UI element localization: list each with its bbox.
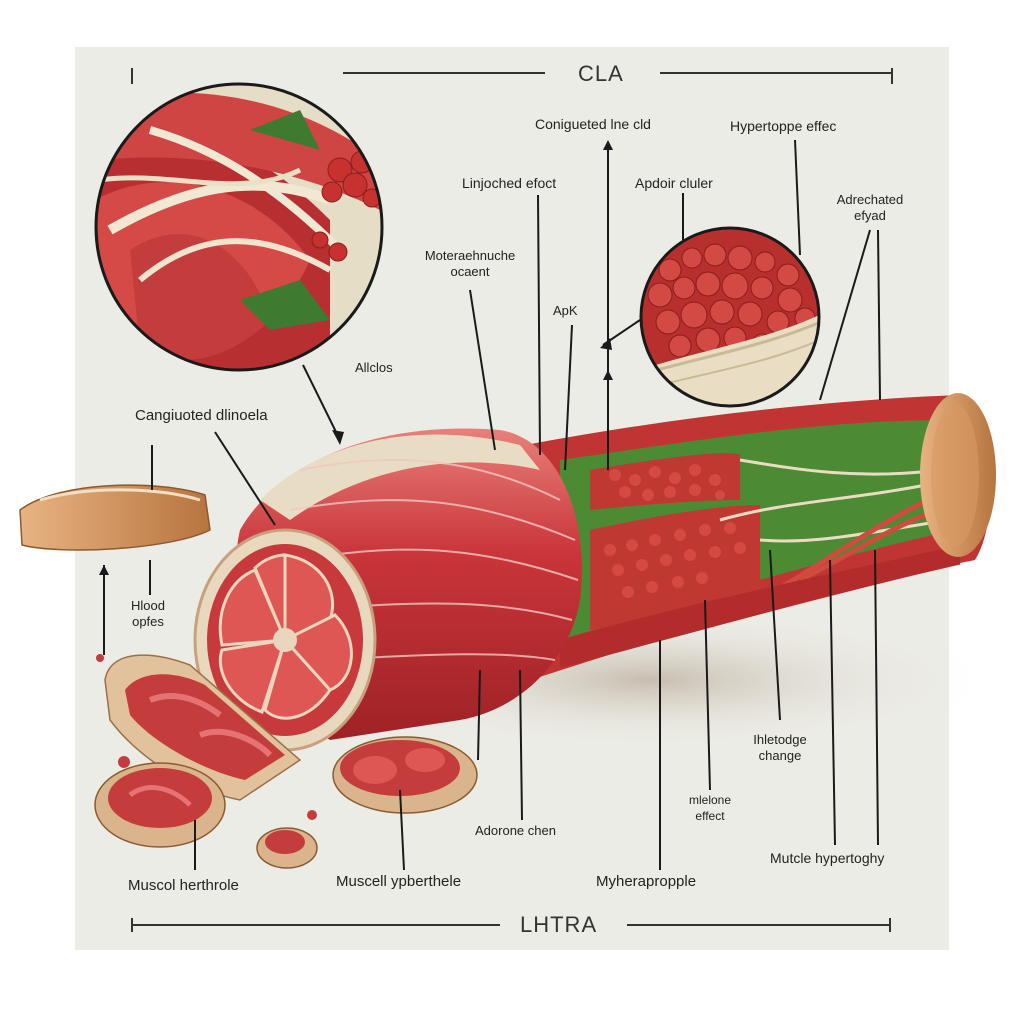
muscle-slice-small-2 [332,736,478,814]
label-apk: ApK [553,303,578,318]
label-molecular-line1: Moteraehnuche [424,248,516,263]
label-adrenal-effect-line2: efyad [854,208,886,223]
leader-lines [103,139,881,871]
magnified-cluster-circle [639,226,821,408]
label-blood: Hlood opfes [118,598,178,630]
muscle-slice-small-3 [256,827,318,869]
label-muscle-hypertrophy: Mutcle hypertoghy [770,850,885,866]
footer-rule [131,918,891,932]
blood-droplets [96,654,317,820]
footer-title: LHTRA [520,912,598,937]
label-alleles: Allclos [355,360,393,375]
label-adrenal-effect: Adrechated efyad [820,192,920,224]
label-muscle-hyperthetic: Muscell ypberthele [336,873,462,890]
label-muscle-heritable: Muscol herthrole [128,877,239,894]
header-rule [131,68,893,84]
label-limpoched-effect: Linjoched efoct [462,175,557,191]
label-inhibitor-line2: change [758,748,802,763]
muscle-body [193,393,996,752]
label-adrenal-chain: Adorone chen [475,823,556,838]
magnified-fibers-circle [94,82,384,372]
label-blood-line2: opfes [132,614,164,629]
label-myherapropple: Myherapropple [596,873,697,890]
label-inhibitor-line1: Ihletodge [753,732,807,747]
label-adrenal-effect-line1: Adrechated [836,192,904,207]
label-blood-line1: Hlood [131,598,165,613]
label-molecular-line2: ocaent [450,264,490,279]
label-conjugated-line: Conigueted lne cld [535,116,651,132]
header-title: CLA [578,61,624,86]
label-apdoir-cluster: Apdoir cluler [635,175,713,191]
label-meiotic-effect: mlelone effect [675,792,745,824]
label-conjugated-clinical: Cangiuoted dlinoela [135,407,268,424]
muscle-slice-large [104,654,302,801]
label-hypertrophy-effect: Hypertoppe effec [730,118,837,134]
muscle-slice-small-1 [94,762,226,848]
label-meiotic-line1: mlelone [688,793,732,807]
fat-slab [19,484,211,551]
arrow-heads [99,140,613,575]
label-molecular: Moteraehnuche ocaent [405,248,535,280]
label-inhibitor-change: Ihletodge change [735,732,825,764]
label-meiotic-line2: effect [695,809,725,823]
